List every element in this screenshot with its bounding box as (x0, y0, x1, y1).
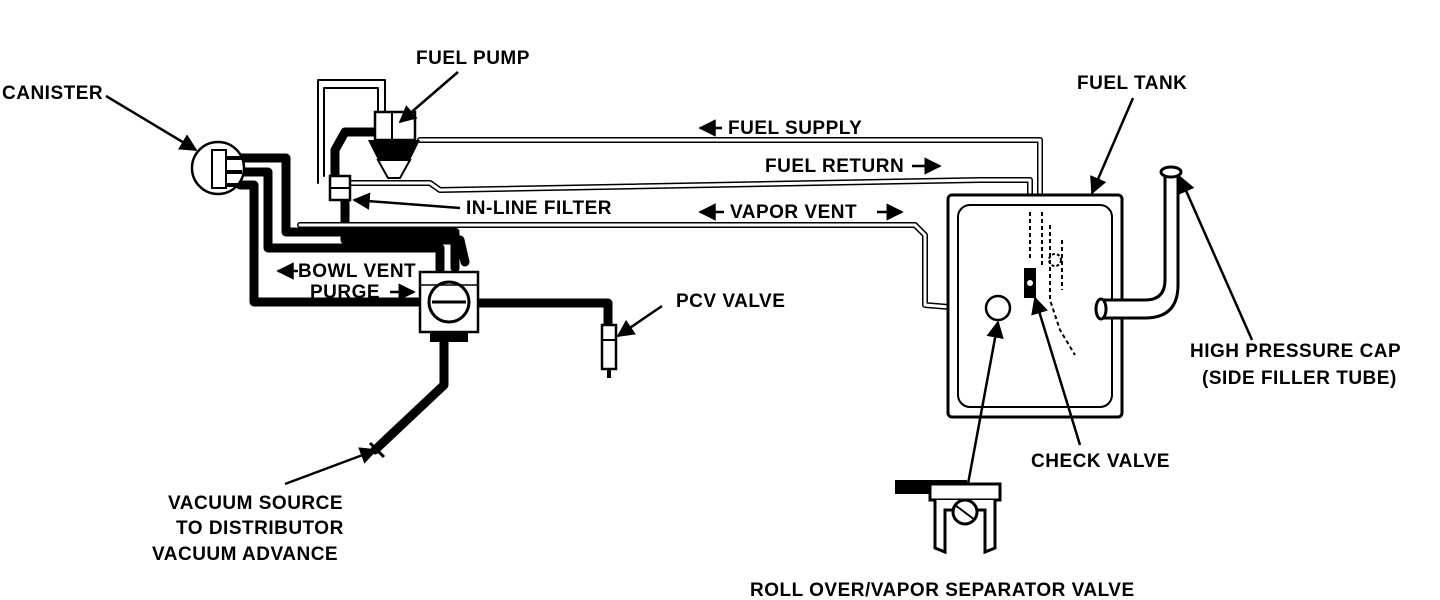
side-filler-tube-label: (SIDE FILLER TUBE) (1202, 368, 1397, 389)
filler-tube (1094, 165, 1183, 321)
purge-label: PURGE (310, 282, 380, 303)
canister (190, 140, 246, 196)
pointer-arrows (105, 71, 1254, 486)
fuel-return-label: FUEL RETURN (765, 156, 904, 177)
rollover-valve-label: ROLL OVER/VAPOR SEPARATOR VALVE (750, 580, 1135, 600)
canister-label: CANISTER (2, 83, 103, 104)
vacuum-source-label-3: VACUUM ADVANCE (152, 544, 338, 565)
high-pressure-cap-label: HIGH PRESSURE CAP (1190, 341, 1401, 362)
hose-lines (235, 79, 1043, 455)
vacuum-source-label-1: VACUUM SOURCE (168, 493, 343, 514)
inline-filter (328, 174, 352, 202)
bowl-vent-label: BOWL VENT (298, 261, 416, 282)
fuel-supply-label: FUEL SUPPLY (728, 118, 862, 139)
pcv-valve-label: PCV VALVE (676, 291, 785, 312)
vapor-vent-label: VAPOR VENT (730, 202, 857, 223)
carburetor (418, 270, 480, 342)
rollover-valve (895, 480, 1002, 555)
check-valve-label: CHECK VALVE (1031, 451, 1170, 472)
pcv-valve (600, 323, 618, 378)
vacuum-source-label-2: TO DISTRIBUTOR (176, 518, 344, 539)
fuel-tank-label: FUEL TANK (1077, 73, 1187, 94)
fuel-pump-label: FUEL PUMP (416, 48, 530, 69)
inline-filter-label: IN-LINE FILTER (466, 198, 612, 219)
fuel-pump (368, 110, 420, 179)
